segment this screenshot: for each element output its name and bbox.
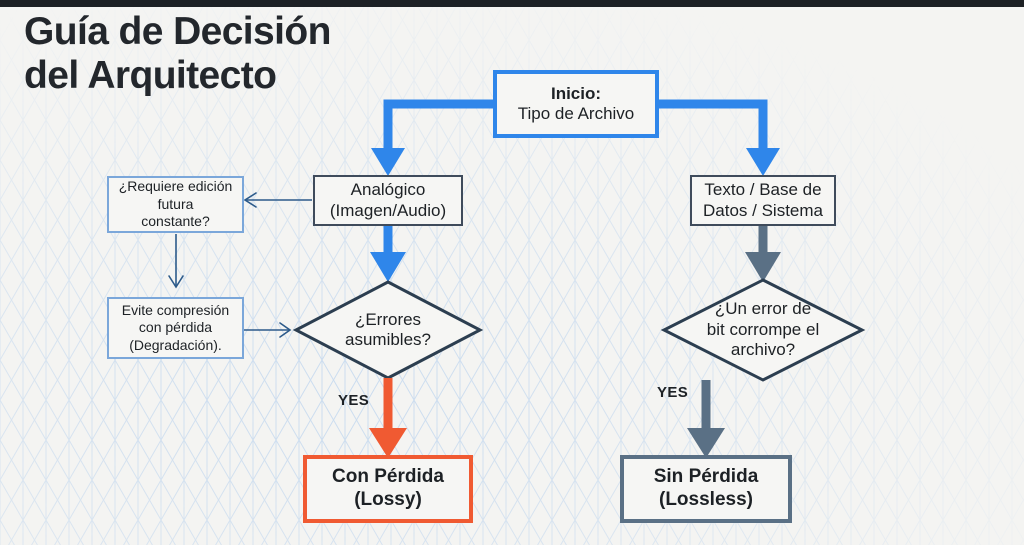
node-start-line1: Inicio: [550,83,602,103]
annotation-evite-compresion[interactable]: Evite compresión con pérdida (Degradació… [107,297,244,359]
edge-analog-to-aside-edit [243,192,312,208]
top-bar [0,0,1024,7]
edge-decision-to-lossy [369,378,407,458]
result-lossy-line1: Con Pérdida [332,466,444,488]
edge-aside-avoid-to-decision [243,322,292,338]
edge-start-to-analog [371,99,493,176]
node-textdb-line2: Datos / Sistema [703,200,823,220]
node-texto-base-datos-sistema[interactable]: Texto / Base de Datos / Sistema [690,175,836,226]
result-lossless-line2: (Lossless) [659,489,753,510]
edge-label-yes-lossless: YES [657,384,689,401]
annotation-edicion-line3: constante? [141,213,210,230]
result-lossless-line1: Sin Pérdida [653,466,759,488]
node-analogico[interactable]: Analógico (Imagen/Audio) [313,175,463,226]
page-title-line2: del Arquitecto [24,53,277,97]
edge-aside-edit-to-aside-avoid [168,234,184,289]
edge-analog-to-decision [370,226,406,282]
node-start-tipo-de-archivo[interactable]: Inicio: Tipo de Archivo [493,70,659,138]
edge-textdb-to-decision [745,226,781,282]
edge-label-yes-lossy: YES [338,392,370,409]
annotation-evite-line1: Evite compresión [121,301,230,318]
decision-diamond-bit [660,278,866,382]
result-lossy-line2: (Lossy) [354,489,422,510]
node-analogico-line2: (Imagen/Audio) [329,200,447,220]
node-start-line2: Tipo de Archivo [517,104,635,123]
result-con-perdida-lossy[interactable]: Con Pérdida (Lossy) [303,455,473,523]
node-textdb-line1: Texto / Base de [704,180,822,200]
edge-decision-to-lossless [687,380,725,458]
edge-start-to-textdb [659,99,780,176]
annotation-requiere-edicion[interactable]: ¿Requiere edición futura constante? [107,176,244,233]
annotation-evite-line3: (Degradación). [129,336,222,353]
decision-diamond-errors [292,280,484,380]
annotation-edicion-line1: ¿Requiere edición [118,178,233,195]
annotation-edicion-line2: futura [157,195,194,212]
node-analogico-line1: Analógico [350,180,426,200]
annotation-evite-line2: con pérdida [138,319,213,336]
result-sin-perdida-lossless[interactable]: Sin Pérdida (Lossless) [620,455,792,523]
page-title-line1: Guía de Decisión [24,10,331,53]
